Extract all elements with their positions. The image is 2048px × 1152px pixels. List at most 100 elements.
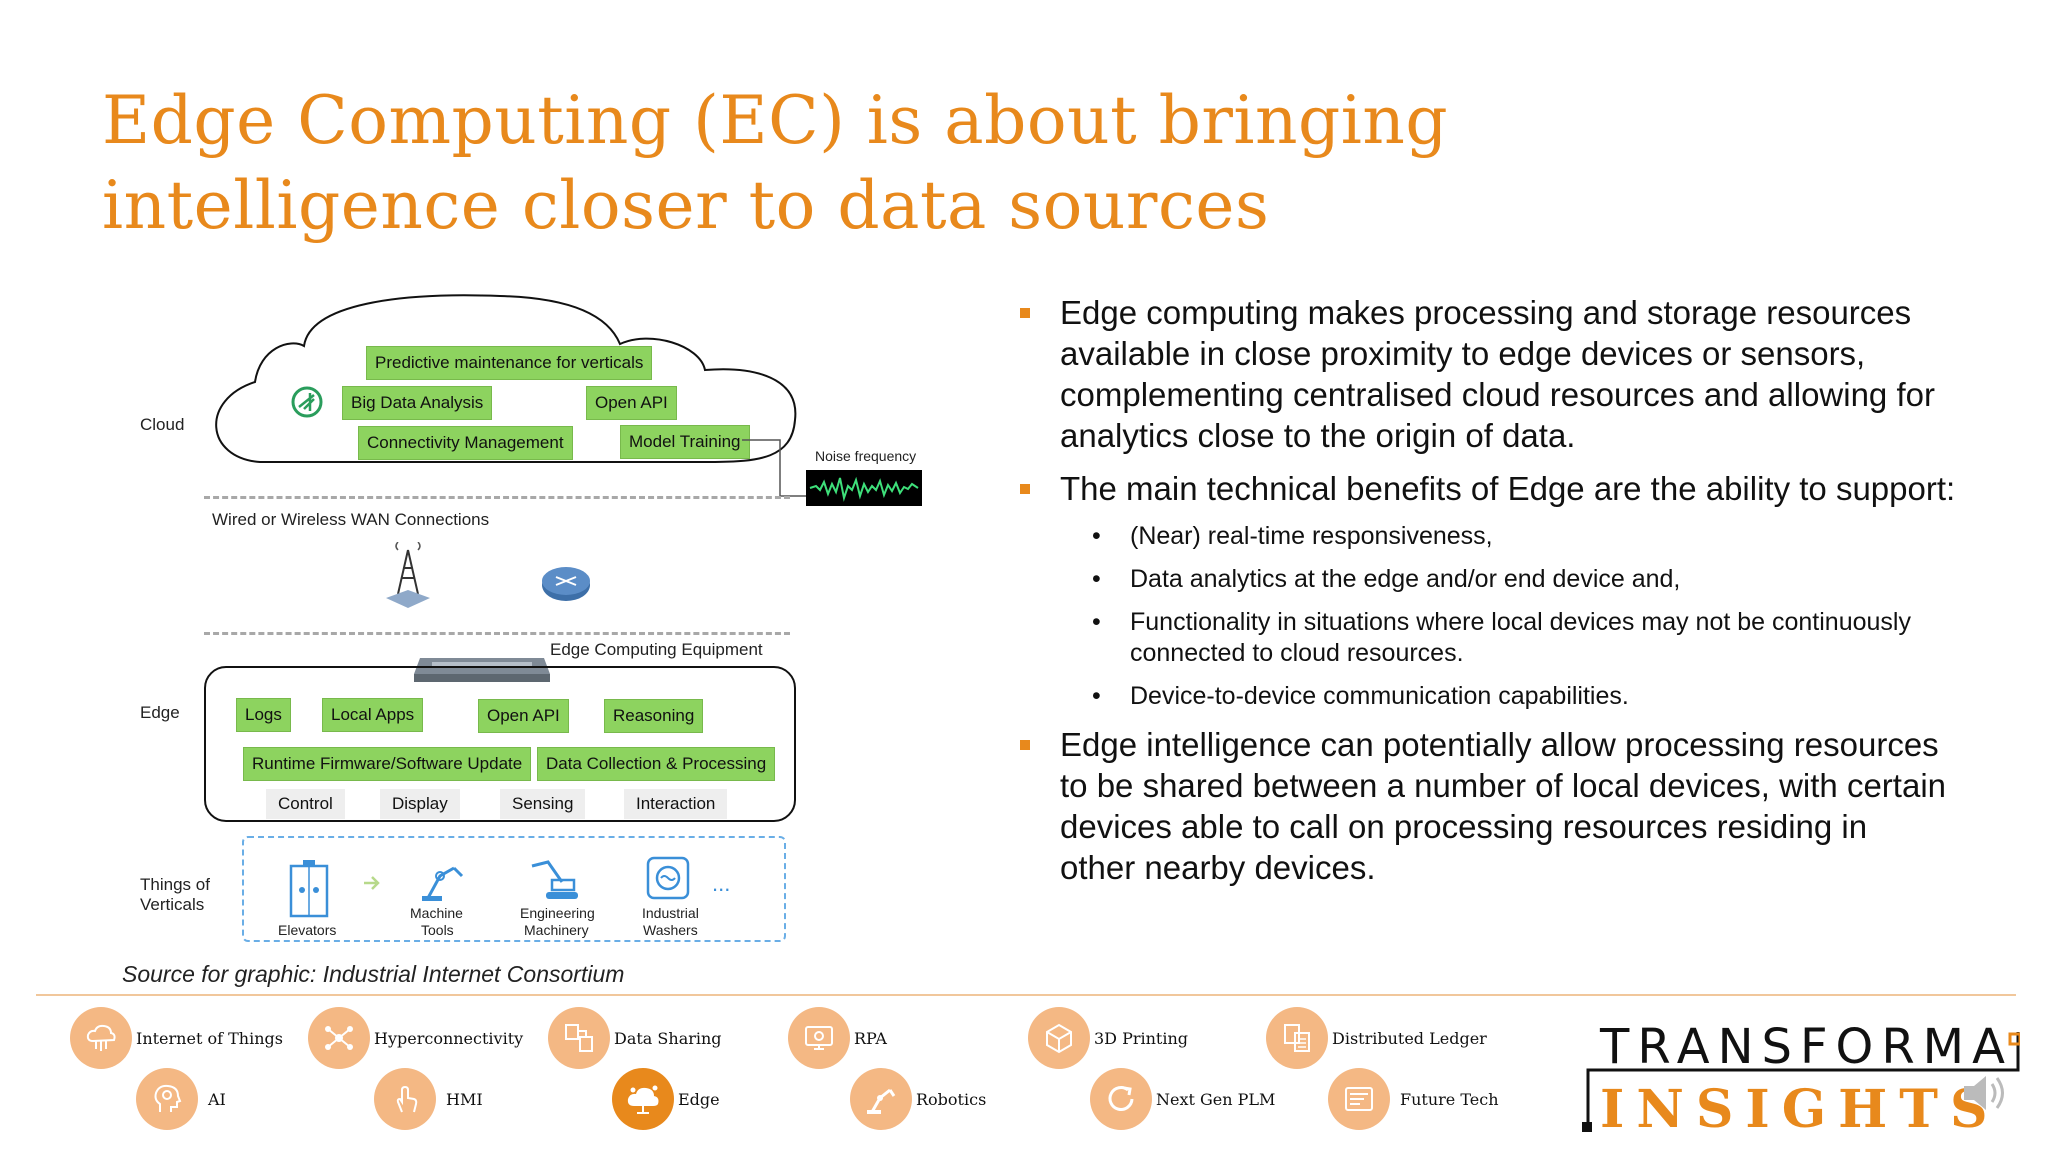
equipment-label: Edge Computing Equipment bbox=[550, 640, 763, 659]
bullet-text: The main technical benefits of Edge are … bbox=[1060, 470, 1956, 507]
bullet-marker bbox=[1020, 484, 1030, 494]
sub-bullet-d2d: • Device-to-device communication capabili… bbox=[1010, 681, 2010, 712]
footer-divider bbox=[36, 994, 2016, 996]
data-sharing-icon bbox=[548, 1007, 610, 1069]
bullet-technical-benefits: The main technical benefits of Edge are … bbox=[1010, 468, 2010, 509]
edge-box-logs: Logs bbox=[236, 698, 291, 732]
cloud-box-big-data: Big Data Analysis bbox=[342, 386, 493, 420]
bullet-marker bbox=[1020, 740, 1030, 750]
edge-function-sensing: Sensing bbox=[500, 789, 586, 819]
nav-label: 3D Printing bbox=[1094, 1028, 1189, 1048]
elevator-icon bbox=[289, 860, 329, 918]
edge-function-control: Control bbox=[266, 789, 345, 819]
layer-label-things-line1: Things of bbox=[140, 875, 210, 894]
edge-box-data-collection: Data Collection & Processing bbox=[537, 747, 776, 781]
nav-label: Internet of Things bbox=[136, 1028, 283, 1048]
future-tech-icon bbox=[1328, 1068, 1390, 1130]
ai-head-icon bbox=[136, 1068, 198, 1130]
nav-hyperconnectivity[interactable]: Hyperconnectivity bbox=[308, 1007, 523, 1069]
machine-tools-icon bbox=[422, 866, 464, 901]
nav-internet-of-things[interactable]: Internet of Things bbox=[70, 1007, 283, 1069]
arrow-right-icon bbox=[364, 876, 380, 890]
edge-function-display: Display bbox=[380, 789, 460, 819]
router-icon bbox=[542, 567, 590, 601]
nav-robotics[interactable]: Robotics bbox=[850, 1068, 986, 1130]
nav-label: Data Sharing bbox=[614, 1028, 722, 1048]
bullet-edge-computing: Edge computing makes processing and stor… bbox=[1010, 292, 2010, 456]
thing-washers-line2: Washers bbox=[643, 922, 698, 938]
noise-waveform bbox=[806, 470, 922, 506]
sub-bullet-dot: • bbox=[1092, 565, 1101, 593]
nav-label: RPA bbox=[854, 1028, 887, 1048]
nav-3d-printing[interactable]: 3D Printing bbox=[1028, 1007, 1188, 1069]
thing-machine-tools-line2: Tools bbox=[421, 922, 454, 938]
layer-label-things-line2: Verticals bbox=[140, 895, 205, 914]
nav-ai[interactable]: AI bbox=[136, 1068, 226, 1130]
nav-label: Hyperconnectivity bbox=[374, 1028, 524, 1048]
sub-bullet-dot: • bbox=[1092, 682, 1101, 710]
sub-bullet-analytics: • Data analytics at the edge and/or end d… bbox=[1010, 564, 2010, 595]
nav-label: Robotics bbox=[916, 1089, 987, 1109]
sub-bullet-dot: • bbox=[1092, 608, 1101, 636]
logo-wordmark-bottom: INSIGHTS bbox=[1600, 1079, 2000, 1140]
logo-bracket bbox=[1582, 1032, 2020, 1132]
separator-cloud-wan bbox=[204, 496, 790, 499]
sub-bullet-text: Data analytics at the edge and/or end de… bbox=[1130, 565, 1681, 593]
nav-label: Edge bbox=[678, 1089, 720, 1109]
logo-wordmark-top: TRANSFORMA bbox=[1600, 1019, 2013, 1075]
sub-bullet-text: Device-to-device communication capabilit… bbox=[1130, 682, 1629, 710]
edge-box-local-apps: Local Apps bbox=[322, 698, 424, 732]
hub-icon bbox=[308, 1007, 370, 1069]
nav-label: HMI bbox=[446, 1089, 483, 1109]
nav-distributed-ledger[interactable]: Distributed Ledger bbox=[1266, 1007, 1487, 1069]
thing-washers-line1: Industrial bbox=[642, 905, 699, 921]
nav-next-gen-plm[interactable]: Next Gen PLM bbox=[1090, 1068, 1275, 1130]
cloud-box-model-training: Model Training bbox=[620, 425, 750, 459]
cloud-network-icon bbox=[70, 1007, 132, 1069]
bullet-list: Edge computing makes processing and stor… bbox=[1010, 292, 2010, 900]
things-ellipsis: ... bbox=[712, 871, 731, 896]
bullet-text: Edge intelligence can potentially allow … bbox=[1060, 726, 1947, 886]
things-container bbox=[242, 836, 786, 942]
noise-frequency-label: Noise frequency bbox=[815, 448, 917, 464]
sub-bullet-text: (Near) real-time responsiveness, bbox=[1130, 522, 1493, 550]
wan-label: Wired or Wireless WAN Connections bbox=[212, 510, 490, 529]
thing-machine-tools-line1: Machine bbox=[410, 905, 463, 921]
nav-label: Next Gen PLM bbox=[1156, 1089, 1276, 1109]
thing-engineering-line1: Engineering bbox=[520, 905, 595, 921]
cloud-box-predictive-maintenance: Predictive maintenance for verticals bbox=[366, 346, 653, 380]
edge-function-interaction: Interaction bbox=[624, 789, 728, 819]
nav-label: Distributed Ledger bbox=[1332, 1028, 1487, 1048]
layer-label-cloud: Cloud bbox=[140, 415, 185, 434]
bullet-edge-intelligence: Edge intelligence can potentially allow … bbox=[1010, 724, 2010, 888]
bullet-marker bbox=[1020, 308, 1030, 318]
edge-box-open-api: Open API bbox=[478, 699, 569, 733]
rpa-icon bbox=[788, 1007, 850, 1069]
nav-rpa[interactable]: RPA bbox=[788, 1007, 887, 1069]
edge-cloud-icon bbox=[612, 1068, 674, 1130]
sub-bullet-dot: • bbox=[1092, 522, 1101, 550]
sub-bullet-functionality: •Functionality in situations where local… bbox=[1010, 607, 2010, 669]
nav-hmi[interactable]: HMI bbox=[374, 1068, 483, 1130]
edge-container bbox=[204, 666, 796, 822]
nav-edge[interactable]: Edge bbox=[612, 1068, 720, 1130]
cycle-icon bbox=[1090, 1068, 1152, 1130]
slide-title: Edge Computing (EC) is about bringing in… bbox=[102, 78, 1602, 248]
ledger-icon bbox=[1266, 1007, 1328, 1069]
sub-bullet-realtime: • (Near) real-time responsiveness, bbox=[1010, 521, 2010, 552]
3d-printing-icon bbox=[1028, 1007, 1090, 1069]
cloud-box-connectivity: Connectivity Management bbox=[358, 426, 573, 460]
nav-future-tech[interactable]: Future Tech bbox=[1328, 1068, 1499, 1130]
thing-engineering-line2: Machinery bbox=[524, 922, 589, 938]
separator-wan-edge bbox=[204, 632, 790, 635]
robot-arm-icon bbox=[850, 1068, 912, 1130]
nav-label: AI bbox=[208, 1089, 226, 1109]
cell-tower-icon bbox=[386, 542, 430, 608]
cloud-leaf-icon bbox=[291, 386, 323, 418]
title-line-2: intelligence closer to data sources bbox=[102, 167, 1270, 244]
title-line-1: Edge Computing (EC) is about bringing bbox=[102, 82, 1449, 159]
nav-label: Future Tech bbox=[1400, 1089, 1499, 1109]
noise-connector bbox=[742, 439, 808, 497]
speaker-icon[interactable] bbox=[1956, 1066, 2010, 1120]
nav-data-sharing[interactable]: Data Sharing bbox=[548, 1007, 722, 1069]
